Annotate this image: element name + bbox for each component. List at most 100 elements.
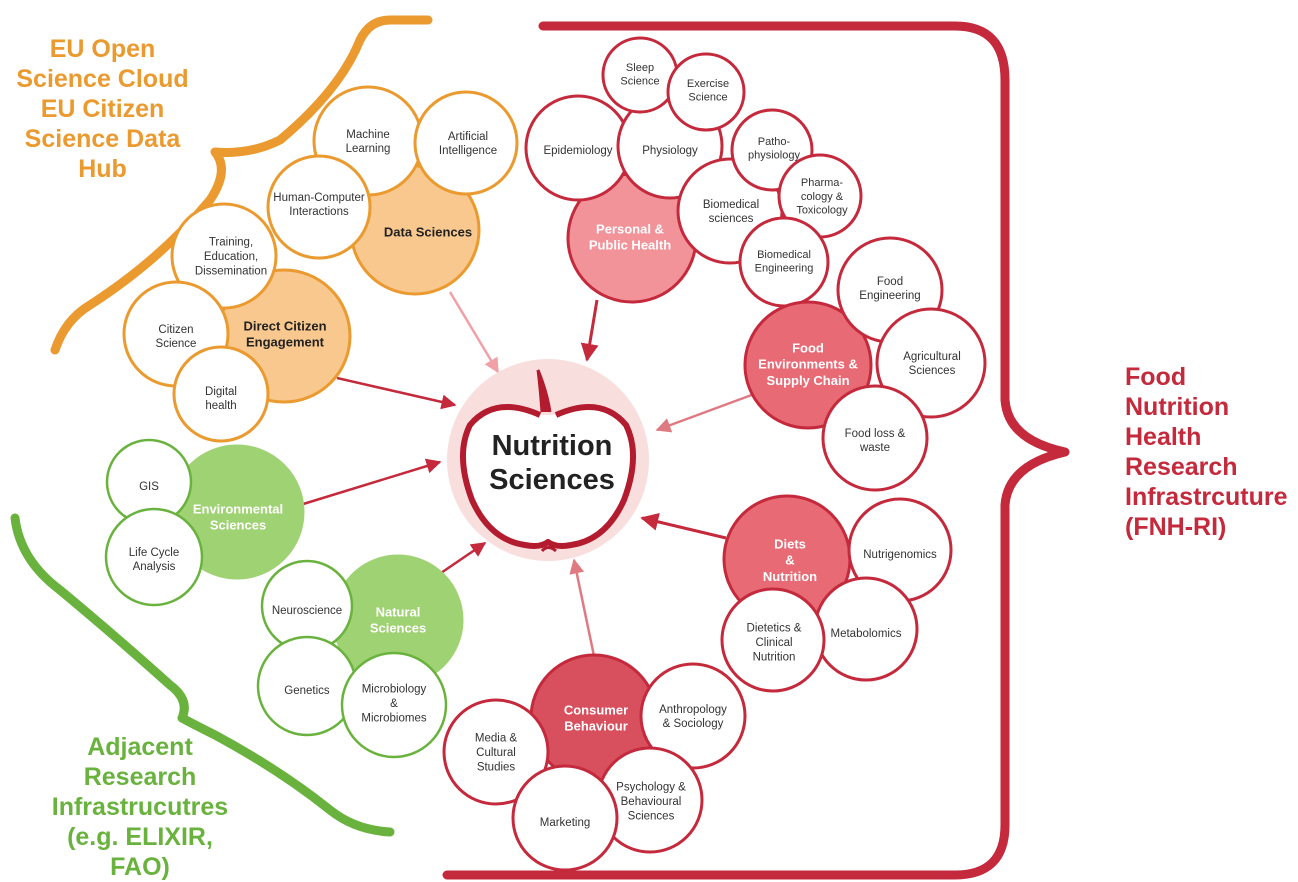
metabolomics-label: Metabolomics bbox=[831, 628, 902, 640]
label-line: Supply Chain bbox=[766, 373, 849, 388]
fnh-brace bbox=[442, 21, 1070, 880]
label-line: Studies bbox=[477, 761, 516, 773]
label-line: Food loss & bbox=[845, 428, 906, 440]
label-line: Direct Citizen bbox=[243, 318, 326, 333]
label-line: Science bbox=[620, 76, 659, 88]
life-cycle-node bbox=[104, 507, 204, 607]
label-line: Public Health bbox=[589, 238, 671, 253]
label-line: Cultural bbox=[476, 747, 516, 759]
label-line: Psychology & bbox=[616, 782, 686, 794]
physiology-label: Physiology bbox=[642, 145, 698, 157]
label-line: Behaviour bbox=[564, 719, 628, 734]
label-line: Intelligence bbox=[439, 145, 497, 157]
neuroscience-label: Neuroscience bbox=[272, 605, 342, 617]
label-line: Consumer bbox=[564, 702, 628, 717]
label-line: Microbiomes bbox=[361, 712, 426, 724]
genetics-label: Genetics bbox=[284, 685, 330, 697]
nutrigenomics-label: Nutrigenomics bbox=[863, 549, 937, 561]
label-line: Nutrition bbox=[492, 430, 613, 462]
label-line: Education, bbox=[204, 251, 258, 263]
label-line: Patho- bbox=[758, 136, 791, 148]
arrow-diets bbox=[640, 512, 727, 540]
label-line: Human-Computer bbox=[273, 192, 365, 204]
label-line: Machine bbox=[346, 129, 389, 141]
label-line: & bbox=[390, 698, 398, 710]
label-line: Engineering bbox=[755, 263, 814, 275]
anthropology-label: Anthropology & Sociology bbox=[659, 704, 727, 730]
label-line: Metabolomics bbox=[831, 628, 902, 640]
microbiology-label: Microbiology&Microbiomes bbox=[361, 684, 426, 725]
agricultural-node bbox=[875, 307, 987, 419]
label-line: Training, bbox=[209, 237, 253, 249]
label-line: Biomedical bbox=[757, 249, 811, 261]
arrow-food-env bbox=[655, 391, 758, 433]
label-line: waste bbox=[859, 442, 890, 454]
label-line: Nutrition bbox=[763, 569, 817, 584]
apple-stem-icon bbox=[536, 369, 552, 413]
arrow-personal-public bbox=[580, 299, 599, 362]
label-line: Biomedical bbox=[703, 199, 759, 211]
label-line: Exercise bbox=[687, 78, 729, 90]
biomedical-sciences-label: Biomedical sciences bbox=[703, 199, 759, 225]
diets-label: Diets&Nutrition bbox=[763, 536, 817, 584]
label-line: Engineering bbox=[859, 290, 920, 302]
label-line: GIS bbox=[139, 481, 159, 493]
label-line: Learning bbox=[346, 143, 391, 155]
label-line: Sciences bbox=[909, 365, 956, 377]
gis-label: GIS bbox=[139, 481, 159, 493]
training-node bbox=[170, 202, 278, 310]
label-line: Citizen bbox=[158, 324, 193, 336]
label-line: Sleep bbox=[626, 62, 654, 74]
label-line: Diets bbox=[774, 536, 806, 551]
label-line: Toxicology bbox=[796, 205, 848, 217]
label-line: Nutrigenomics bbox=[863, 549, 937, 561]
label-line: Life Cycle bbox=[129, 547, 180, 559]
anthropology-node bbox=[639, 662, 747, 770]
label-line: Interactions bbox=[289, 206, 349, 218]
label-line: health bbox=[205, 400, 236, 412]
label-line: Environmental bbox=[193, 501, 283, 516]
label-line: Neuroscience bbox=[272, 605, 342, 617]
arrow-direct-citizen bbox=[336, 376, 457, 410]
label-line: Data Sciences bbox=[384, 225, 472, 240]
apple-bottom-icon bbox=[540, 546, 557, 553]
label-line: Clinical bbox=[755, 637, 792, 649]
label-line: Marketing bbox=[540, 817, 591, 829]
label-line: Genetics bbox=[284, 685, 330, 697]
personal-public-label: Personal &Public Health bbox=[589, 221, 671, 252]
label-line: Behavioural bbox=[621, 796, 682, 808]
label-line: Anthropology bbox=[659, 704, 727, 716]
microbiology-node bbox=[340, 651, 448, 759]
label-line: cology & bbox=[801, 191, 844, 203]
food-env-hub bbox=[743, 300, 873, 430]
label-line: Media & bbox=[475, 733, 518, 745]
arrow-environmental bbox=[299, 458, 442, 507]
label-line: physiology bbox=[748, 150, 800, 162]
label-line: Science bbox=[688, 92, 727, 104]
label-line: Pharma- bbox=[801, 177, 844, 189]
label-line: Physiology bbox=[642, 145, 698, 157]
label-line: sciences bbox=[709, 213, 754, 225]
artificial-intelligence-node bbox=[413, 90, 519, 196]
label-line: Nutrition bbox=[753, 651, 796, 663]
arrow-consumer bbox=[569, 558, 596, 657]
data-sciences-label: Data Sciences bbox=[384, 225, 472, 240]
eu-brace bbox=[50, 15, 433, 355]
label-line: Natural bbox=[376, 604, 421, 619]
label-line: & Sociology bbox=[663, 718, 724, 730]
